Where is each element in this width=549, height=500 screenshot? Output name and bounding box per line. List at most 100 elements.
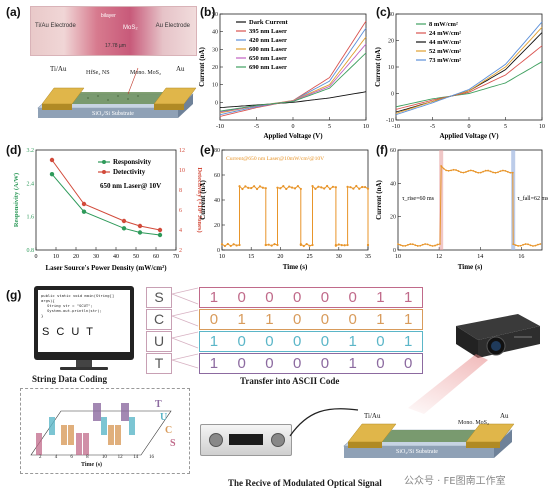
y-tick-label-right: 4 bbox=[179, 228, 182, 234]
data-point bbox=[302, 244, 305, 248]
data-point bbox=[258, 185, 262, 188]
ascii-letter: U bbox=[146, 331, 172, 352]
panel-d-label: (d) bbox=[6, 143, 22, 157]
x-tick-label: 20 bbox=[277, 254, 283, 260]
code-line: String str = "SCUT"; bbox=[47, 303, 93, 308]
data-point bbox=[499, 170, 502, 173]
data-point bbox=[323, 187, 326, 190]
ascii-bit: 0 bbox=[320, 355, 330, 372]
ascii-bit: 1 bbox=[403, 289, 413, 306]
ascii-bit: 0 bbox=[348, 289, 357, 306]
y-tick-label: 40 bbox=[212, 30, 218, 36]
panel-f-label: (f) bbox=[376, 143, 388, 157]
ascii-bit: 0 bbox=[237, 289, 246, 306]
ascii-bit: 1 bbox=[209, 289, 219, 306]
cable bbox=[289, 408, 359, 437]
data-point bbox=[121, 218, 127, 224]
data-point bbox=[479, 171, 482, 174]
stack-letter: S bbox=[170, 438, 176, 449]
data-point bbox=[81, 209, 87, 214]
ascii-bit: 0 bbox=[403, 355, 413, 372]
schematic-ti-au: Ti/Au bbox=[50, 65, 67, 73]
x-tick-label: -5 bbox=[254, 124, 259, 130]
stack-letter: T bbox=[155, 399, 162, 410]
amplifier-knob bbox=[271, 433, 285, 447]
data-point bbox=[320, 186, 323, 189]
x-tick-label: 60 bbox=[153, 254, 159, 260]
panel-g-label: (g) bbox=[6, 288, 22, 302]
scale-bar: 17.78 µm bbox=[105, 43, 126, 49]
x-tick-label: 16 bbox=[518, 254, 524, 260]
stack-letter: C bbox=[165, 425, 173, 436]
data-point bbox=[399, 244, 402, 246]
data-point bbox=[49, 157, 55, 163]
x-axis-label: Time (s) bbox=[458, 263, 483, 271]
data-point bbox=[452, 168, 455, 171]
data-point bbox=[273, 243, 276, 246]
device-g-substrate: SiO₂/Si Substrate bbox=[396, 449, 438, 455]
x-axis-label: Applied Voltage (V) bbox=[439, 132, 499, 140]
legend-label: 420 nm Laser bbox=[249, 37, 287, 44]
data-point bbox=[411, 243, 414, 246]
x-tick-label: 20 bbox=[73, 254, 79, 260]
y-tick-label-right: 12 bbox=[179, 148, 185, 154]
y-tick-label-left: 0.8 bbox=[27, 248, 35, 254]
signal-waveforms bbox=[30, 403, 172, 456]
x-axis-label: Applied Voltage (V) bbox=[263, 132, 323, 140]
x-tick-label: 35 bbox=[365, 254, 371, 260]
y-tick-label: 10 bbox=[212, 83, 218, 89]
data-point bbox=[539, 243, 542, 245]
data-point bbox=[416, 245, 419, 247]
x-tick-label: 0 bbox=[35, 254, 38, 260]
data-point bbox=[285, 187, 288, 191]
data-point bbox=[253, 185, 256, 188]
device-g-ti-au: Ti/Au bbox=[364, 412, 381, 420]
ascii-bit: 1 bbox=[237, 311, 246, 328]
x-tick-label: 40 bbox=[113, 254, 119, 260]
x-tick-label: 0 bbox=[468, 124, 471, 130]
time-axis-label: Time (s) bbox=[81, 462, 103, 468]
ascii-bit: 0 bbox=[320, 289, 330, 306]
x-tick-label: -10 bbox=[392, 124, 400, 130]
data-point bbox=[49, 171, 55, 177]
x-tick-label: 30 bbox=[336, 254, 342, 260]
x-tick-label: 10 bbox=[363, 124, 369, 130]
y-axis-label-left: Responsivity (A/W) bbox=[13, 173, 20, 227]
data-point bbox=[439, 243, 441, 245]
data-point bbox=[497, 171, 499, 174]
data-point bbox=[157, 232, 163, 238]
data-point bbox=[311, 184, 314, 188]
data-point bbox=[421, 243, 424, 246]
ascii-connector-lines bbox=[171, 287, 199, 369]
data-point bbox=[238, 243, 241, 247]
legend-label: 24 mW/cm² bbox=[429, 30, 461, 37]
device-schematic-3d bbox=[37, 67, 197, 118]
panel-b-label: (b) bbox=[200, 5, 216, 19]
data-point bbox=[477, 171, 480, 174]
watermark: 公众号 · FE图南工作室 bbox=[404, 476, 506, 487]
data-point bbox=[264, 187, 267, 190]
series-line bbox=[395, 21, 543, 116]
data-point bbox=[340, 244, 343, 247]
data-point bbox=[317, 185, 320, 188]
device-schematic-g bbox=[343, 423, 515, 458]
legend-label: 8 mW/cm² bbox=[429, 21, 458, 28]
x-tick-label: 10 bbox=[219, 254, 225, 260]
data-point bbox=[282, 185, 285, 188]
data-point bbox=[349, 186, 352, 189]
legend-label: 690 nm Laser bbox=[249, 64, 287, 71]
projector bbox=[456, 314, 540, 358]
x-tick-label: 70 bbox=[173, 254, 179, 260]
monitor-stand bbox=[76, 360, 92, 368]
x-axis-label: Time (s) bbox=[283, 263, 308, 271]
data-point bbox=[429, 244, 431, 247]
